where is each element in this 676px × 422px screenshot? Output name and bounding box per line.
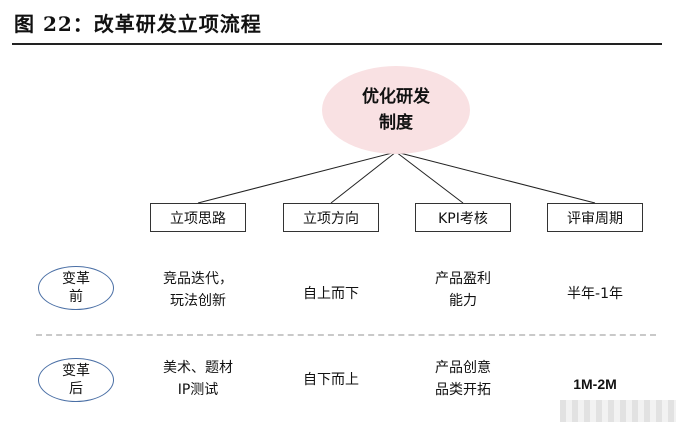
cell-line: 产品创意	[435, 360, 491, 376]
cell-line: 能力	[449, 293, 477, 309]
category-box-1: 立项思路	[150, 203, 246, 232]
row-label-after: 变革后	[38, 358, 114, 402]
cell-before-3: 产品盈利 能力	[408, 268, 518, 312]
cell-after-3: 产品创意 品类开拓	[408, 357, 518, 401]
title-underline	[12, 43, 662, 45]
cell-line: 竞品迭代，	[163, 271, 233, 287]
connector-to-cat-2	[330, 151, 397, 204]
cell-after-4: 1M-2M	[540, 373, 650, 395]
cell-before-4: 半年-1年	[540, 283, 650, 305]
cell-line: 品类开拓	[435, 382, 491, 398]
row-label-after-text: 变革后	[62, 363, 90, 397]
cell-line: 玩法创新	[170, 293, 226, 309]
connector-to-cat-4	[395, 151, 596, 204]
cell-after-1: 美术、题材 IP测试	[143, 357, 253, 401]
cell-before-2: 自上而下	[276, 283, 386, 305]
watermark	[560, 400, 676, 422]
row-label-before-text: 变革前	[62, 271, 90, 305]
root-node-label: 优化研发制度	[362, 87, 430, 133]
figure-title: 图 22：改革研发立项流程	[14, 12, 262, 36]
cell-before-1: 竞品迭代， 玩法创新	[143, 268, 253, 312]
cell-line: 自下而上	[303, 372, 359, 388]
row-divider	[36, 334, 656, 336]
connector-to-cat-3	[395, 151, 464, 204]
row-label-before: 变革前	[38, 266, 114, 310]
category-box-2: 立项方向	[283, 203, 379, 232]
cell-after-2: 自下而上	[276, 369, 386, 391]
category-box-3: KPI考核	[415, 203, 511, 232]
cell-line: 半年-1年	[567, 286, 623, 302]
cell-line: 自上而下	[303, 286, 359, 302]
category-box-4: 评审周期	[547, 203, 643, 232]
cell-line: 1M-2M	[573, 376, 617, 392]
root-node: 优化研发制度	[322, 66, 470, 154]
cell-line: 产品盈利	[435, 271, 491, 287]
cell-line: IP测试	[177, 382, 219, 398]
cell-line: 美术、题材	[163, 360, 233, 376]
connector-to-cat-1	[197, 151, 397, 204]
